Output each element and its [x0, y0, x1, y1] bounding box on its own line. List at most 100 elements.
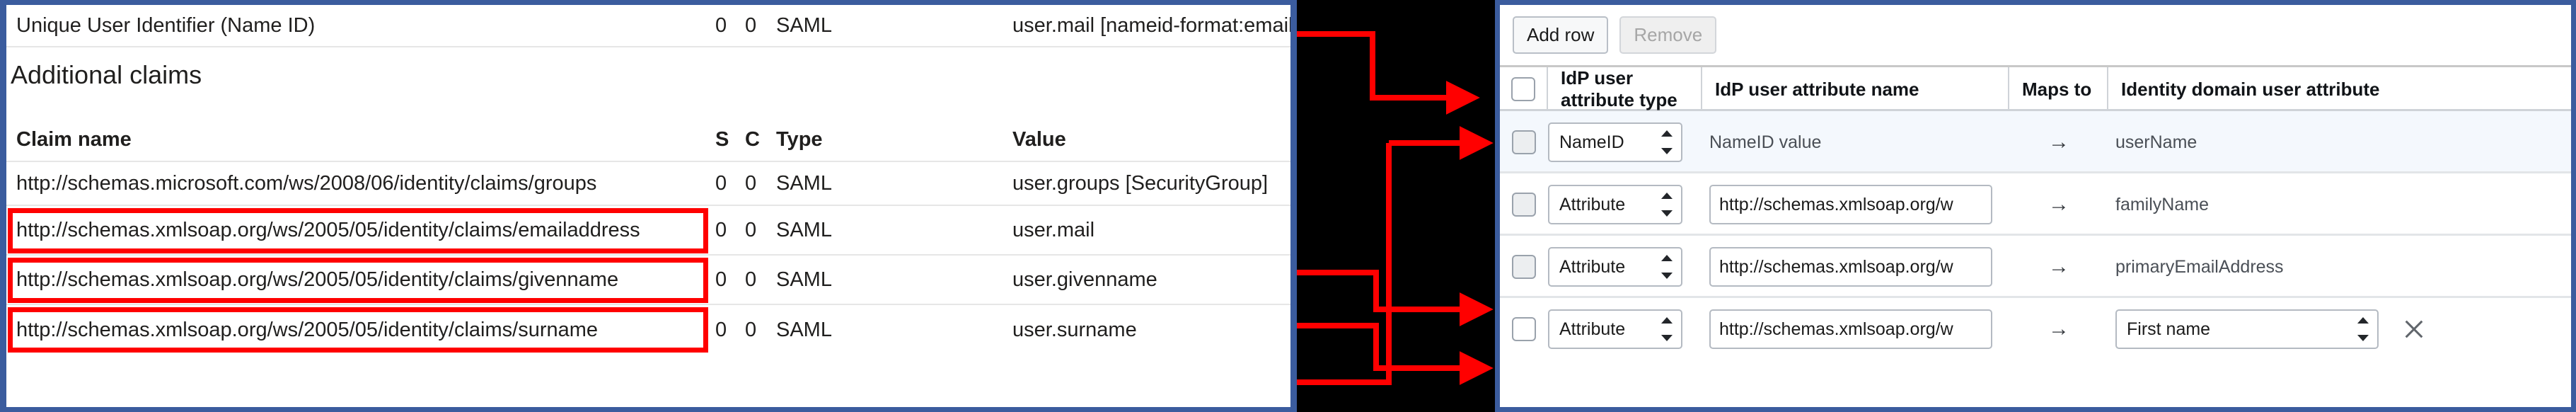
nameid-value: user.mail [nameid-format:emailAddress] [1012, 13, 1290, 37]
idp-attr-name-value-1: NameID value [1709, 132, 1822, 152]
claim-s-groups: 0 [715, 171, 727, 195]
claim-name-emailaddress: http://schemas.xmlsoap.org/ws/2005/05/id… [16, 218, 640, 241]
nameid-s-value: 0 [715, 13, 727, 37]
row-checkbox-4[interactable] [1512, 317, 1536, 341]
claim-type-emailaddress: SAML [776, 218, 832, 241]
mapping-table-header-row: IdP user attribute type IdP user attribu… [1500, 67, 2571, 111]
mapping-table: IdP user attribute type IdP user attribu… [1500, 67, 2571, 407]
idp-attr-name-cell-1: NameID value [1709, 111, 2009, 173]
claim-s-surname: 0 [715, 318, 727, 341]
claim-name-surname: http://schemas.xmlsoap.org/ws/2005/05/id… [16, 318, 599, 341]
column-header-idp-attr-name: IdP user attribute name [1702, 67, 2009, 111]
idp-attr-type-select-3[interactable]: Attribute [1548, 247, 1682, 287]
mapping-row-familyname[interactable]: Attribute http://schemas.xmlsoap.org/w →… [1500, 173, 2571, 236]
row-select-cell-3 [1500, 236, 1548, 298]
claim-value-groups: user.groups [SecurityGroup] [1012, 171, 1269, 195]
claim-type-givenname: SAML [776, 268, 832, 291]
maps-to-arrow-icon-3: → [2048, 255, 2069, 278]
claim-row-surname[interactable]: http://schemas.xmlsoap.org/ws/2005/05/id… [6, 305, 1290, 355]
claim-c-groups: 0 [745, 171, 757, 195]
claim-c-emailaddress: 0 [745, 218, 757, 241]
mapping-connectors [1297, 0, 1495, 412]
nameid-c-value: 0 [745, 13, 757, 37]
identity-domain-attr-cell-1: userName [2115, 111, 2561, 173]
claim-name-givenname: http://schemas.xmlsoap.org/ws/2005/05/id… [16, 268, 619, 291]
connector-arrow-3 [1297, 270, 1494, 326]
mapping-row-primaryemailaddress[interactable]: Attribute http://schemas.xmlsoap.org/w →… [1500, 236, 2571, 298]
connector-arrows-svg [1297, 31, 1494, 385]
idp-attr-name-cell-2: http://schemas.xmlsoap.org/w [1709, 173, 2009, 236]
identity-domain-attr-value-1: userName [2115, 132, 2197, 152]
idp-attr-type-value-4: Attribute [1559, 319, 1626, 339]
idp-attr-type-select-1[interactable]: NameID [1548, 122, 1682, 162]
nameid-claim-name: Unique User Identifier (Name ID) [16, 13, 316, 37]
column-header-maps-to: Maps to [2009, 67, 2108, 111]
identity-domain-attr-value-2: familyName [2115, 194, 2209, 214]
idp-attr-name-input-2[interactable]: http://schemas.xmlsoap.org/w [1709, 185, 1992, 224]
identity-domain-mapping-content: Add row Remove IdP user attribute type I… [1500, 5, 2571, 407]
chevron-updown-icon-2 [1661, 193, 1673, 217]
identity-domain-attr-cell-2: familyName [2115, 173, 2561, 236]
row-checkbox-1[interactable] [1512, 130, 1536, 154]
add-row-button[interactable]: Add row [1513, 16, 1609, 55]
azure-claims-panel-content: Unique User Identifier (Name ID) 0 0 SAM… [6, 5, 1290, 407]
row-checkbox-2[interactable] [1512, 193, 1536, 217]
mapping-row-username[interactable]: NameID NameID value → userName [1500, 111, 2571, 173]
select-all-header-cell [1500, 67, 1548, 111]
identity-domain-attr-value-4: First name [2127, 319, 2211, 339]
select-all-checkbox[interactable] [1511, 77, 1535, 101]
column-header-claim-name: Claim name [16, 128, 132, 151]
column-header-idp-attr-type: IdP user attribute type [1548, 67, 1702, 111]
row-select-cell-1 [1500, 111, 1548, 173]
idp-attr-name-input-4[interactable]: http://schemas.xmlsoap.org/w [1709, 309, 1992, 349]
claim-c-surname: 0 [745, 318, 757, 341]
idp-attr-type-value-3: Attribute [1559, 256, 1626, 277]
connector-arrow-4 [1297, 323, 1494, 385]
row-select-cell-4 [1500, 298, 1548, 360]
maps-to-arrow-icon-4: → [2048, 317, 2069, 341]
idp-attr-name-input-3[interactable]: http://schemas.xmlsoap.org/w [1709, 247, 1992, 287]
idp-attr-name-cell-3: http://schemas.xmlsoap.org/w [1709, 236, 2009, 298]
remove-button[interactable]: Remove [1619, 16, 1717, 55]
claim-row-givenname[interactable]: http://schemas.xmlsoap.org/ws/2005/05/id… [6, 256, 1290, 305]
nameid-row[interactable]: Unique User Identifier (Name ID) 0 0 SAM… [6, 5, 1290, 47]
mapping-row-firstname[interactable]: Attribute http://schemas.xmlsoap.org/w →… [1500, 298, 2571, 360]
connector-bottom-feed [1297, 368, 1392, 385]
claim-row-emailaddress[interactable]: http://schemas.xmlsoap.org/ws/2005/05/id… [6, 206, 1290, 256]
chevron-updown-icon-4 [1661, 317, 1673, 341]
claims-table-header: Claim name S C Type Value [6, 118, 1290, 162]
chevron-updown-icon-3 [1661, 255, 1673, 279]
idp-attr-type-select-4[interactable]: Attribute [1548, 309, 1682, 349]
claim-name-groups: http://schemas.microsoft.com/ws/2008/06/… [16, 171, 597, 195]
identity-domain-attr-value-3: primaryEmailAddress [2115, 256, 2284, 277]
idp-attr-name-cell-4: http://schemas.xmlsoap.org/w [1709, 298, 2009, 360]
idp-attr-type-value-2: Attribute [1559, 194, 1626, 214]
column-header-type: Type [776, 128, 823, 151]
maps-to-cell-3: → [2009, 236, 2108, 298]
claim-s-emailaddress: 0 [715, 218, 727, 241]
maps-to-cell-2: → [2009, 173, 2108, 236]
column-header-s: S [715, 128, 729, 151]
maps-to-arrow-icon-2: → [2048, 193, 2069, 216]
identity-domain-attr-cell-4: First name [2115, 298, 2561, 360]
identity-domain-attr-select-4[interactable]: First name [2115, 309, 2379, 349]
idp-attr-type-select-2[interactable]: Attribute [1548, 185, 1682, 224]
claim-s-givenname: 0 [715, 268, 727, 291]
row-checkbox-3[interactable] [1512, 255, 1536, 279]
additional-claims-heading: Additional claims [11, 60, 202, 89]
identity-domain-attr-cell-3: primaryEmailAddress [2115, 236, 2561, 298]
identity-domain-mapping-panel: Add row Remove IdP user attribute type I… [1495, 0, 2576, 412]
row-select-cell-2 [1500, 173, 1548, 236]
column-header-value: Value [1012, 128, 1066, 151]
claim-value-givenname: user.givenname [1012, 268, 1157, 291]
maps-to-cell-4: → [2009, 298, 2108, 360]
nameid-type-value: SAML [776, 13, 832, 37]
azure-claims-panel: Unique User Identifier (Name ID) 0 0 SAM… [0, 0, 1297, 412]
claim-row-groups[interactable]: http://schemas.microsoft.com/ws/2008/06/… [6, 162, 1290, 206]
remove-row-icon-4[interactable] [2401, 316, 2427, 342]
claim-type-surname: SAML [776, 318, 832, 341]
maps-to-cell-1: → [2009, 111, 2108, 173]
column-header-identity-domain-attr: Identity domain user attribute [2121, 78, 2380, 100]
connector-arrow-1 [1297, 31, 1480, 115]
